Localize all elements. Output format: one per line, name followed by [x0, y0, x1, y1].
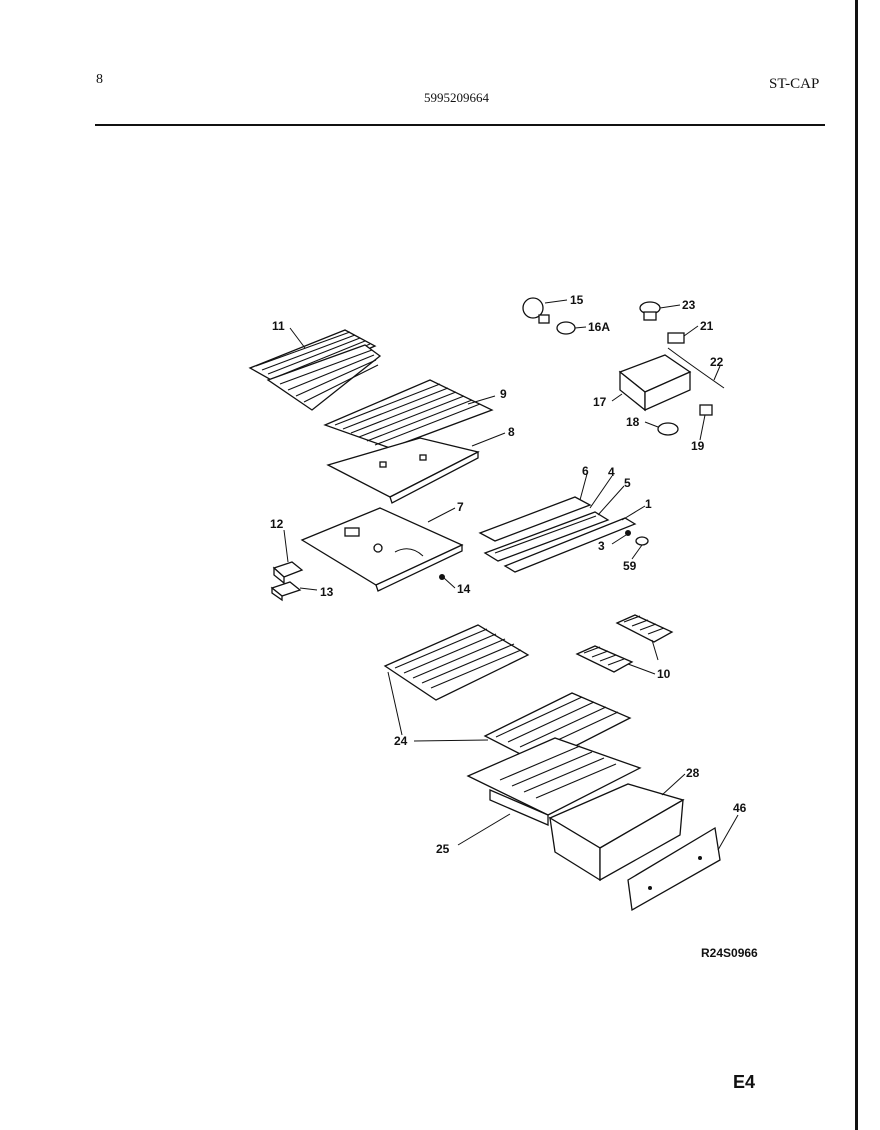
- callout-7: 7: [457, 500, 464, 514]
- callout-11: 11: [272, 319, 285, 333]
- callout-46: 46: [733, 801, 747, 815]
- header-rule: [95, 124, 825, 126]
- callout-5: 5: [624, 476, 631, 490]
- part-10-small-shelf-b: [575, 645, 634, 673]
- part-24-shelf-upper: [383, 624, 530, 701]
- part-15-light-bulb: [522, 297, 550, 324]
- part-28-crisper-drawer: [548, 783, 685, 882]
- callout-17: 17: [593, 395, 607, 409]
- part-6-rail: [478, 496, 592, 542]
- part-9-shelf: [323, 379, 494, 449]
- section-code: ST-CAP: [769, 76, 820, 92]
- part-4-5-rail: [483, 511, 610, 562]
- part-23-knob: [639, 301, 661, 321]
- part-10-small-shelf-a: [615, 614, 674, 643]
- part-11-wire-shelf: [248, 329, 382, 411]
- part-7-tray: [300, 507, 464, 592]
- callout-59: 59: [623, 559, 637, 573]
- callout-16a: 16A: [588, 320, 610, 334]
- part-3-59-fastener: [625, 530, 649, 546]
- part-12-bracket: [272, 561, 304, 585]
- callout-28: 28: [686, 766, 700, 780]
- part-46-drawer-front: [627, 826, 721, 912]
- diagram-reference-code: R24S0966: [701, 946, 758, 960]
- callout-15: 15: [570, 293, 584, 307]
- page-border: [855, 0, 858, 1130]
- callout-4: 4: [608, 465, 615, 479]
- callout-labels: 11 9 8 7 12 13 14 6 4 5 1 3 59 15 16A 23…: [270, 293, 747, 856]
- part-19-connector: [699, 404, 713, 416]
- callout-3: 3: [598, 539, 605, 553]
- callout-14: 14: [457, 582, 471, 596]
- callout-23: 23: [682, 298, 696, 312]
- callout-25: 25: [436, 842, 450, 856]
- part-1-rail: [503, 517, 637, 573]
- callout-10: 10: [657, 667, 671, 681]
- part-13-bracket: [270, 581, 302, 602]
- callout-8: 8: [508, 425, 515, 439]
- callout-6: 6: [582, 464, 589, 478]
- page-number: 8: [96, 72, 103, 87]
- exploded-parts-diagram: 11 9 8 7 12 13 14 6 4 5 1 3 59 15 16A 23…: [248, 293, 758, 1092]
- page-code: E4: [733, 1072, 755, 1092]
- callout-22: 22: [710, 355, 724, 369]
- callout-24: 24: [394, 734, 408, 748]
- callout-12: 12: [270, 517, 284, 531]
- document-number: 5995209664: [424, 90, 489, 105]
- callout-9: 9: [500, 387, 507, 401]
- callout-18: 18: [626, 415, 640, 429]
- part-14-screw: [439, 574, 445, 580]
- part-18-thermostat: [657, 422, 679, 436]
- leader-lines: [283, 299, 739, 851]
- part-17-housing: [618, 354, 692, 412]
- part-16a-socket: [556, 321, 576, 335]
- callout-19: 19: [691, 439, 705, 453]
- part-22-wire: [667, 347, 725, 389]
- part-21-switch: [667, 332, 685, 344]
- part-8-shelf-frame: [326, 437, 480, 504]
- callout-1: 1: [645, 497, 652, 511]
- part-25-crisper-cover: [466, 737, 642, 826]
- callout-21: 21: [700, 319, 714, 333]
- callout-13: 13: [320, 585, 334, 599]
